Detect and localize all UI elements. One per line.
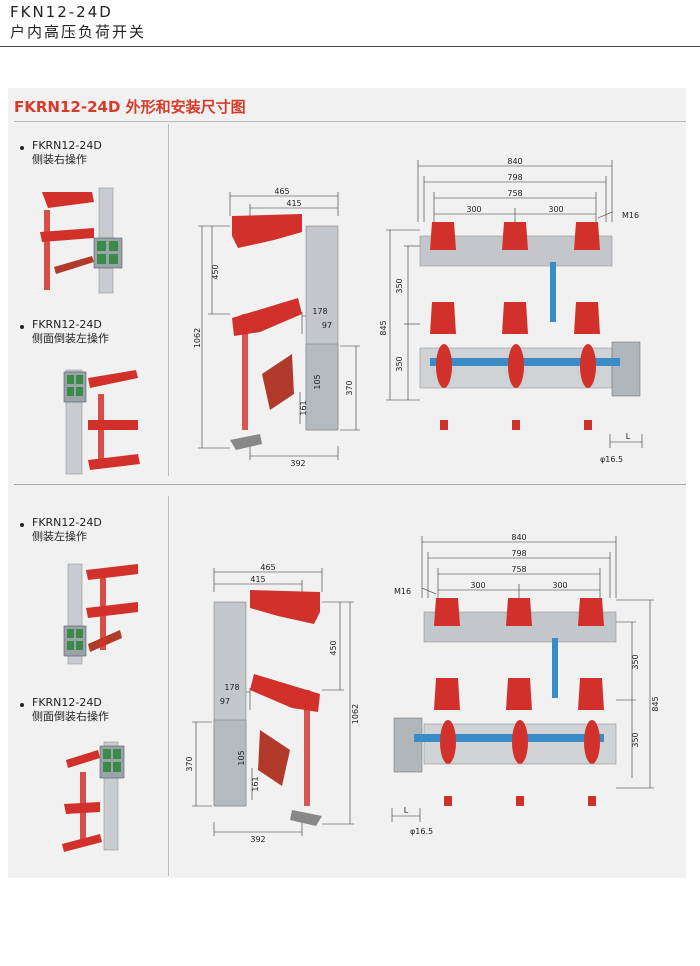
variant-desc: 侧装左操作 <box>32 530 87 543</box>
dim-105: 105 <box>237 750 246 765</box>
variant-label-3: FKRN12-24D 侧装左操作 <box>32 516 102 544</box>
section-title: FKRN12-24D 外形和安装尺寸图 <box>14 98 246 116</box>
dim-300-right: 300 <box>548 205 563 214</box>
dim-phi-16-5: φ16.5 <box>410 827 433 836</box>
dim-300-left: 300 <box>466 205 481 214</box>
dim-L: L <box>404 806 409 815</box>
variant-model: FKRN12-24D <box>32 318 102 331</box>
front-view-drawing-2: 840 798 758 300 300 M16 350 845 350 L φ1… <box>391 533 660 836</box>
variant-desc: 侧面倒装左操作 <box>32 332 109 345</box>
dim-758: 758 <box>511 565 526 574</box>
column-divider-bottom <box>168 496 169 876</box>
variant-desc: 侧装右操作 <box>32 153 87 166</box>
dim-845: 845 <box>651 696 660 711</box>
dim-m16: M16 <box>394 587 411 596</box>
dim-465: 465 <box>274 187 289 196</box>
variant-model: FKRN12-24D <box>32 696 102 709</box>
variant-label-4: FKRN12-24D 侧面倒装右操作 <box>32 696 109 724</box>
dim-798: 798 <box>507 173 522 182</box>
dim-845: 845 <box>379 320 388 335</box>
dim-450: 450 <box>211 264 220 279</box>
variant-label-1: FKRN12-24D 侧装右操作 <box>32 139 102 167</box>
bullet <box>20 703 24 707</box>
column-divider-top <box>168 124 169 476</box>
side-view-drawing-2: 465 415 450 1062 178 97 105 370 161 392 <box>185 563 360 844</box>
dim-161: 161 <box>299 400 308 415</box>
dim-1062: 1062 <box>193 328 202 348</box>
dim-178: 178 <box>224 683 239 692</box>
page-header: FKN12-24D 户内高压负荷开关 <box>10 2 146 42</box>
side-view-drawing-1: 465 415 450 1062 178 97 105 370 161 392 <box>193 187 360 468</box>
dim-m16: M16 <box>622 211 639 220</box>
dim-phi-16-5: φ16.5 <box>600 455 623 464</box>
dim-840: 840 <box>511 533 526 542</box>
bullet <box>20 325 24 329</box>
dim-300-right: 300 <box>552 581 567 590</box>
dim-1062: 1062 <box>351 704 360 724</box>
dim-161: 161 <box>251 776 260 791</box>
thumbnail-side-left <box>63 563 138 665</box>
section-rule <box>14 121 686 122</box>
dim-840: 840 <box>507 157 522 166</box>
variant-model: FKRN12-24D <box>32 139 102 152</box>
dim-392: 392 <box>250 835 265 844</box>
dim-300-left: 300 <box>470 581 485 590</box>
dim-350-upper: 350 <box>631 654 640 669</box>
bullet <box>20 523 24 527</box>
thumbnail-side-right <box>40 187 123 294</box>
header-divider <box>0 46 700 47</box>
variant-label-2: FKRN12-24D 侧面倒装左操作 <box>32 318 109 346</box>
dim-97: 97 <box>322 321 332 330</box>
dim-178: 178 <box>312 307 327 316</box>
dim-758: 758 <box>507 189 522 198</box>
bullet <box>20 146 24 150</box>
front-view-drawing-1: 840 798 758 300 300 M16 350 845 350 L φ1… <box>379 157 643 464</box>
thumbnail-inverted-right <box>62 741 125 852</box>
dim-370: 370 <box>185 756 194 771</box>
row-divider <box>14 484 686 485</box>
dim-415: 415 <box>250 575 265 584</box>
dim-350-lower: 350 <box>631 732 640 747</box>
dim-392: 392 <box>290 459 305 468</box>
thumbnail-inverted-left <box>63 369 140 475</box>
variant-model: FKRN12-24D <box>32 516 102 529</box>
dim-350-lower: 350 <box>395 356 404 371</box>
variant-desc: 侧面倒装右操作 <box>32 710 109 723</box>
header-model: FKN12-24D <box>10 3 113 21</box>
header-name: 户内高压负荷开关 <box>10 23 147 41</box>
dim-465: 465 <box>260 563 275 572</box>
dim-450: 450 <box>329 640 338 655</box>
dim-L: L <box>626 432 631 441</box>
dim-415: 415 <box>286 199 301 208</box>
dim-350-upper: 350 <box>395 278 404 293</box>
dim-97: 97 <box>220 697 230 706</box>
dim-798: 798 <box>511 549 526 558</box>
dim-105: 105 <box>313 374 322 389</box>
dim-370: 370 <box>345 380 354 395</box>
